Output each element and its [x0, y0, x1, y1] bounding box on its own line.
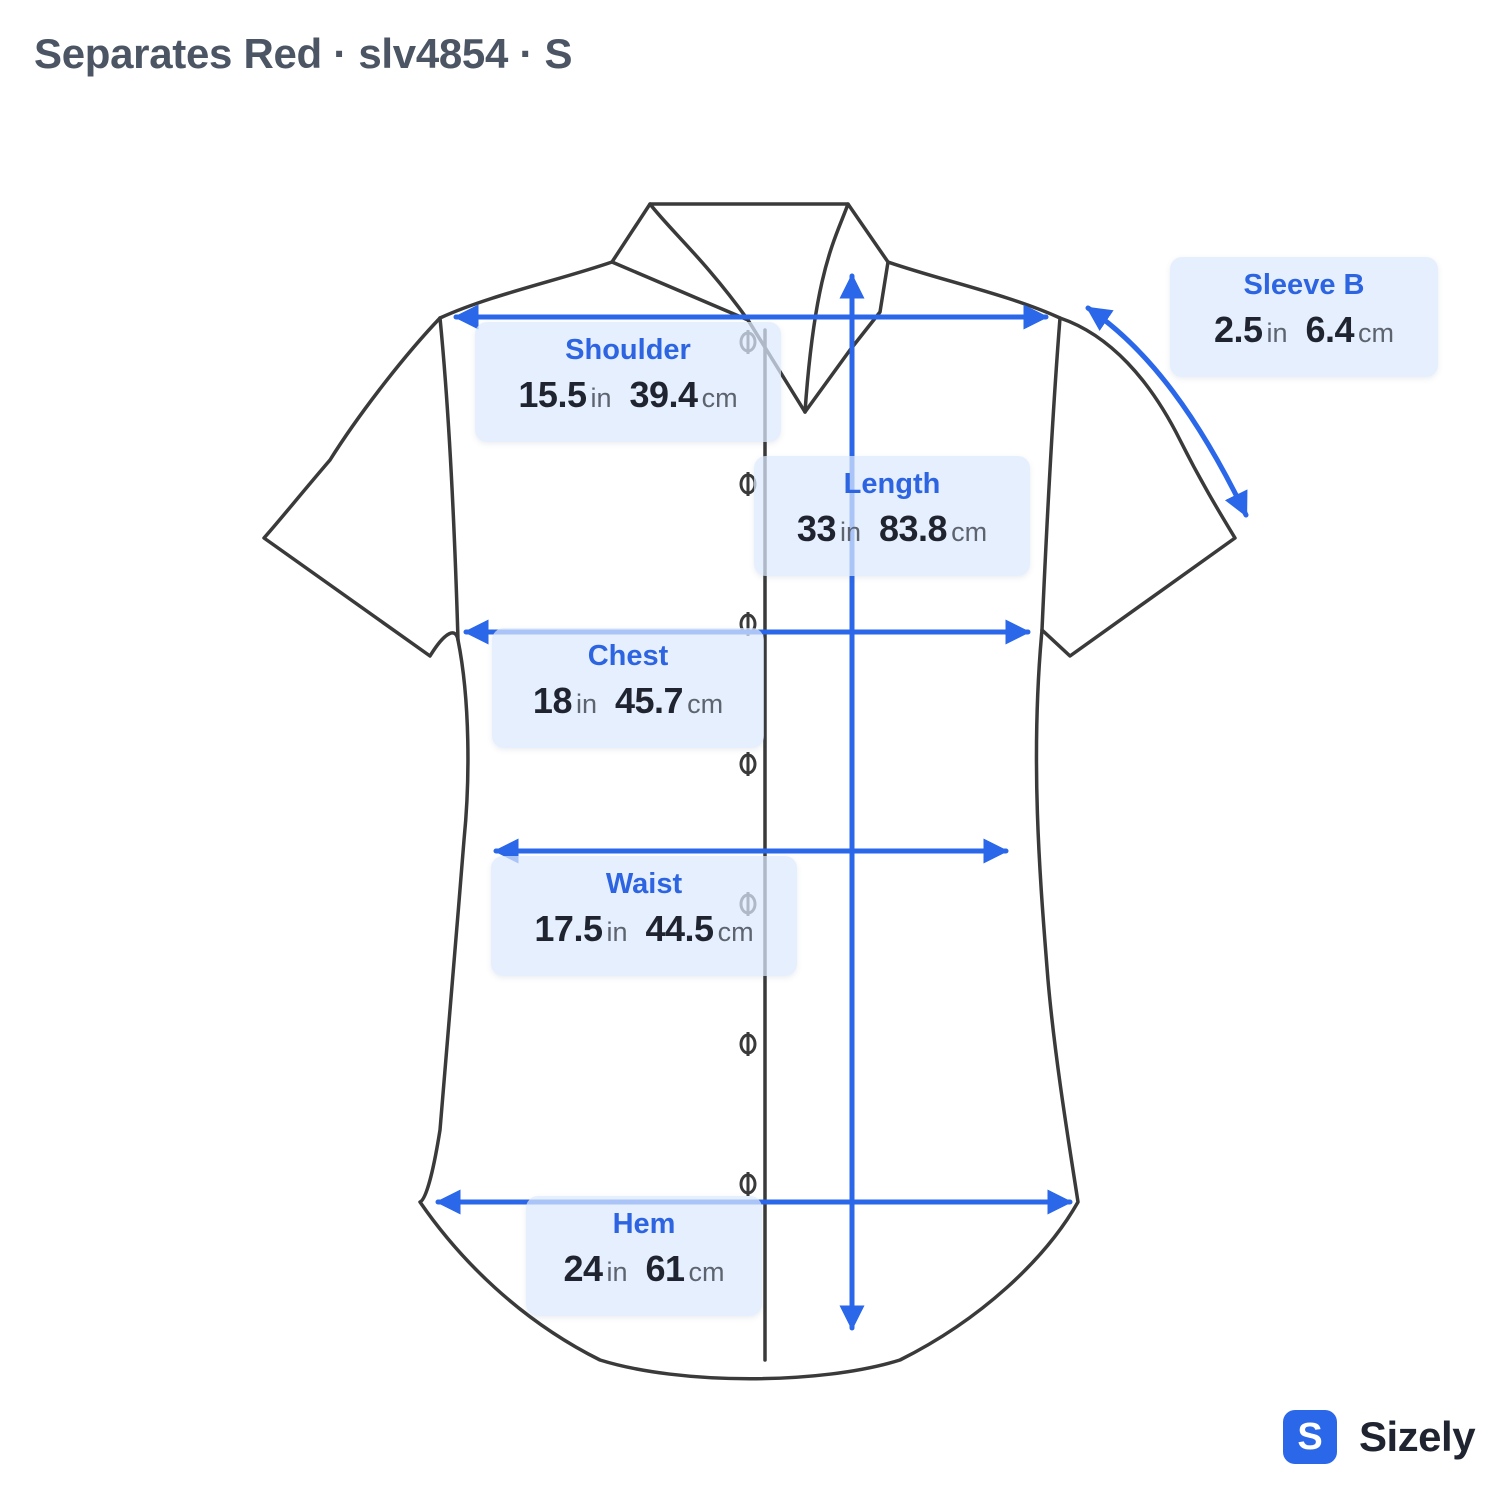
shoulder-label: Shoulder [565, 334, 691, 366]
sleeve-label: Sleeve B [1243, 269, 1365, 301]
buttons [739, 330, 757, 1196]
page-title: Separates Red · slv4854 · S [34, 30, 573, 77]
waist-inches: 17.5 [534, 908, 603, 950]
button-icon [739, 472, 757, 496]
length-cm: 83.8 [878, 508, 948, 550]
shoulder-cm: 39.4 [629, 374, 699, 416]
inch-unit: in [839, 517, 861, 548]
cm-unit: cm [687, 689, 724, 720]
chest-inches: 18 [532, 680, 573, 722]
hem-cm: 61 [645, 1248, 686, 1290]
shoulder-inches: 15.5 [518, 374, 587, 416]
cm-unit: cm [951, 517, 988, 548]
sleeve-arrow [1085, 305, 1249, 518]
waist-cm: 44.5 [645, 908, 715, 950]
cm-unit: cm [1358, 318, 1395, 349]
hem-label: Hem [612, 1208, 676, 1240]
waist-label: Waist [605, 868, 683, 900]
button-icon [739, 1032, 757, 1056]
sleeve-inches: 2.5 [1213, 309, 1263, 351]
brand-name: Sizely [1359, 1413, 1476, 1460]
length-label: Length [843, 468, 941, 500]
chest-cm: 45.7 [614, 680, 684, 722]
button-icon [739, 1172, 757, 1196]
cm-unit: cm [717, 917, 754, 948]
inch-unit: in [575, 689, 597, 720]
chest-label: Chest [587, 640, 669, 672]
button-icon [739, 752, 757, 776]
sleeve-cm: 6.4 [1305, 309, 1355, 351]
inch-unit: in [606, 917, 628, 948]
cm-unit: cm [701, 383, 738, 414]
brand-logo: S Sizely [1283, 1409, 1476, 1465]
length-inches: 33 [796, 508, 837, 550]
hem-inches: 24 [563, 1248, 603, 1290]
sizely-logo-icon: S [1283, 1410, 1337, 1464]
inch-unit: in [590, 383, 612, 414]
inch-unit: in [606, 1257, 628, 1288]
cm-unit: cm [688, 1257, 725, 1288]
inch-unit: in [1266, 318, 1288, 349]
